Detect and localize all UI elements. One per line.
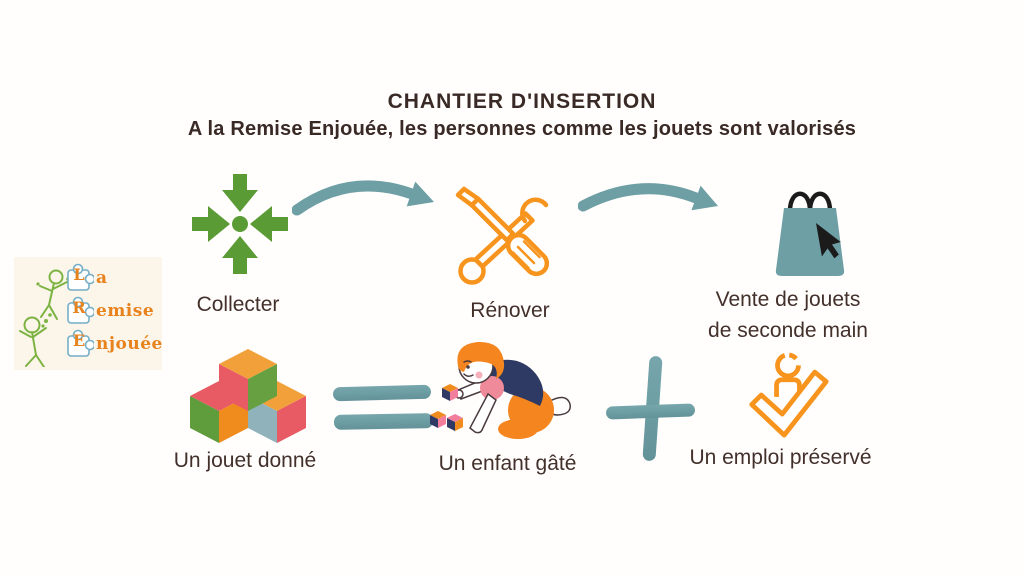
toy-blocks-icon bbox=[190, 349, 306, 443]
step-label-vente-line2: de seconde main bbox=[708, 319, 868, 342]
collect-arrows-icon bbox=[192, 174, 288, 274]
logo-line-remise: R emise bbox=[64, 295, 154, 325]
logo-initial: E bbox=[72, 331, 86, 350]
page-title: CHANTIER D'INSERTION bbox=[387, 90, 657, 113]
step-label-renover: Rénover bbox=[470, 299, 550, 322]
equals-sign bbox=[332, 384, 434, 434]
puzzle-piece-icon: E bbox=[64, 328, 96, 358]
step-label-vente: Vente de jouets de seconde main bbox=[688, 284, 888, 346]
shopping-bag-cursor-icon bbox=[775, 191, 845, 276]
step-label-collecter: Collecter bbox=[196, 293, 280, 316]
puzzle-piece-icon: L bbox=[64, 262, 96, 292]
puzzle-piece-icon: R bbox=[64, 295, 96, 325]
page-subtitle: A la Remise Enjouée, les personnes comme… bbox=[187, 118, 857, 140]
equation-label-enfant: Un enfant gâté bbox=[438, 452, 577, 475]
person-check-icon bbox=[749, 352, 829, 438]
la-remise-enjouee-logo: L a R emise bbox=[14, 257, 162, 370]
logo-word-rest: emise bbox=[96, 301, 155, 321]
plus-bar-horizontal bbox=[605, 403, 696, 420]
logo-word-rest: a bbox=[96, 268, 108, 288]
equals-bar-bottom bbox=[333, 413, 434, 430]
tools-icon bbox=[455, 186, 550, 285]
crawling-child-illustration bbox=[430, 341, 571, 439]
logo-line-la: L a bbox=[64, 262, 108, 292]
logo-word-rest: njouée bbox=[96, 334, 163, 354]
equals-bar-top bbox=[332, 384, 432, 402]
logo-line-enjouee: E njouée bbox=[64, 328, 163, 358]
logo-initial: L bbox=[73, 265, 85, 284]
equation-label-emploi: Un emploi préservé bbox=[689, 446, 872, 469]
curved-arrow-icon bbox=[578, 183, 718, 212]
curved-arrow-icon bbox=[292, 180, 434, 216]
equation-label-jouet: Un jouet donné bbox=[173, 449, 317, 472]
step-label-vente-line1: Vente de jouets bbox=[715, 288, 861, 311]
logo-initial: R bbox=[72, 298, 86, 317]
